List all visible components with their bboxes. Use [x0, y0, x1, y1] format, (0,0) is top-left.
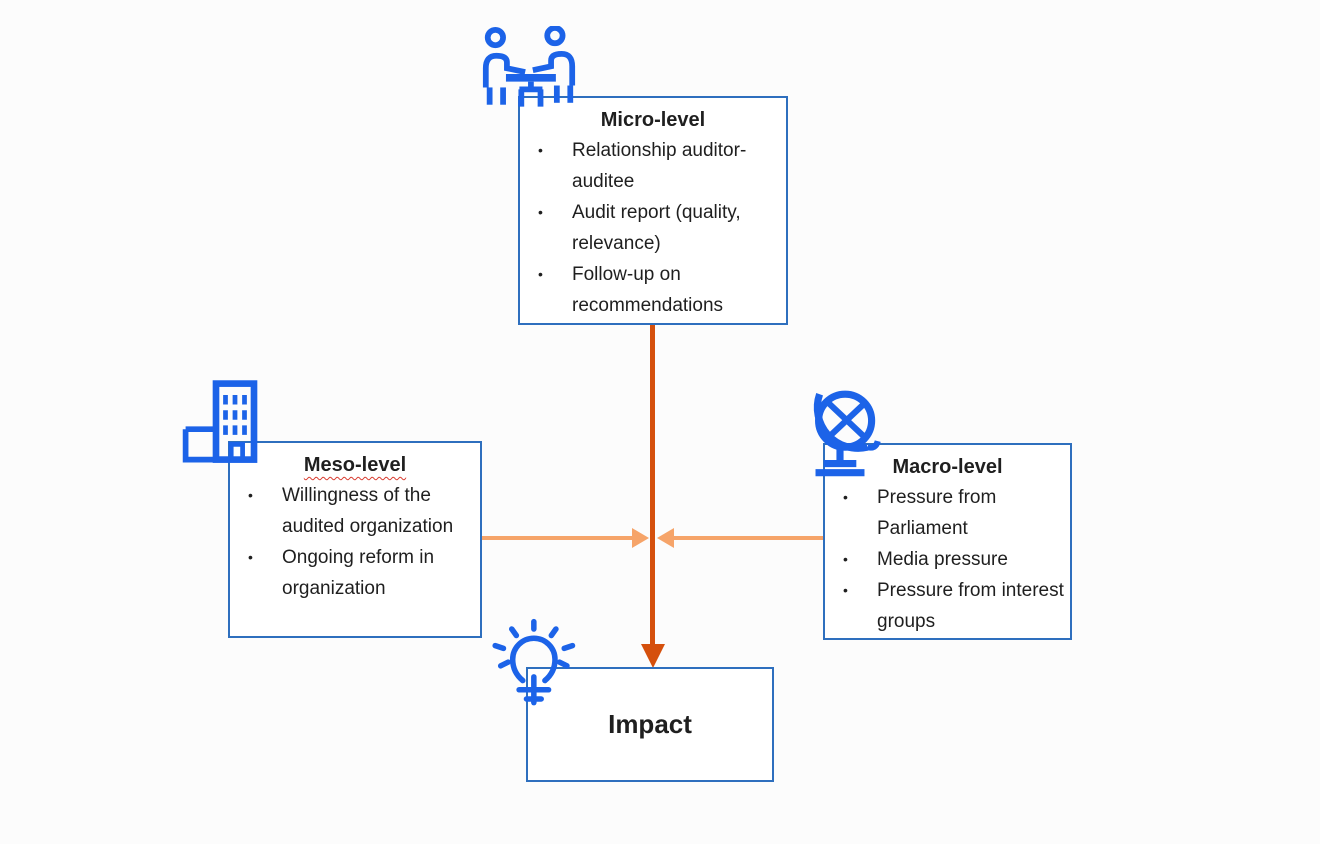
macro-level-bullet-list: • Pressure from Parliament • Media pressur… — [825, 482, 1070, 637]
bullet-marker: • — [538, 204, 543, 220]
impact-box: Impact — [526, 667, 774, 782]
meso-level-bullet-list: • Willingness of the audited organization… — [230, 480, 480, 604]
bullet-marker: • — [843, 489, 848, 505]
arrowhead-left-icon — [657, 528, 674, 548]
arrow-macro-to-center — [674, 536, 823, 540]
bullet-marker: • — [248, 549, 253, 565]
bullet-text: Follow-up on recommendations — [572, 264, 724, 316]
bullet-item: • Willingness of the audited organization — [244, 480, 474, 542]
bullet-marker: • — [843, 551, 848, 567]
micro-level-title: Micro-level — [600, 109, 706, 131]
arrowhead-down-icon — [641, 644, 665, 668]
arrowhead-right-icon — [632, 528, 649, 548]
bullet-marker: • — [538, 142, 543, 158]
bullet-text: Ongoing reform in organization — [282, 547, 435, 599]
arrow-micro-to-impact — [650, 322, 655, 646]
bullet-item: • Follow-up on recommendations — [534, 259, 780, 321]
globe-icon — [786, 386, 894, 488]
bullet-marker: • — [248, 487, 253, 503]
lightbulb-icon — [486, 610, 578, 718]
bullet-marker: • — [843, 582, 848, 598]
meeting-people-icon — [481, 26, 577, 122]
bullet-item: • Relationship auditor-auditee — [534, 135, 780, 197]
bullet-item: • Ongoing reform in organization — [244, 542, 474, 604]
bullet-text: Willingness of the audited organization — [282, 485, 454, 537]
bullet-marker: • — [538, 266, 543, 282]
bullet-item: • Pressure from Parliament — [839, 482, 1064, 544]
impact-title: Impact — [608, 709, 692, 739]
macro-level-title: Macro-level — [892, 456, 1003, 478]
micro-level-bullet-list: • Relationship auditor-auditee • Audit rep… — [520, 135, 786, 321]
bullet-text: Relationship auditor-auditee — [572, 140, 747, 192]
bullet-text: Media pressure — [877, 549, 1008, 570]
macro-level-box: Macro-level • Pressure from Parliament • M… — [823, 443, 1072, 640]
meso-level-title: Meso-level — [303, 454, 407, 476]
bullet-text: Pressure from interest groups — [877, 580, 1064, 632]
bullet-item: • Media pressure — [839, 544, 1064, 575]
bullet-text: Audit report (quality, relevance) — [572, 202, 741, 254]
arrow-meso-to-center — [482, 536, 632, 540]
bullet-item: • Audit report (quality, relevance) — [534, 197, 780, 259]
micro-level-box: Micro-level • Relationship auditor-audite… — [518, 96, 788, 325]
building-icon — [178, 376, 273, 471]
bullet-item: • Pressure from interest groups — [839, 575, 1064, 637]
bullet-text: Pressure from Parliament — [877, 487, 997, 539]
meso-level-box: Meso-level • Willingness of the audited o… — [228, 441, 482, 638]
